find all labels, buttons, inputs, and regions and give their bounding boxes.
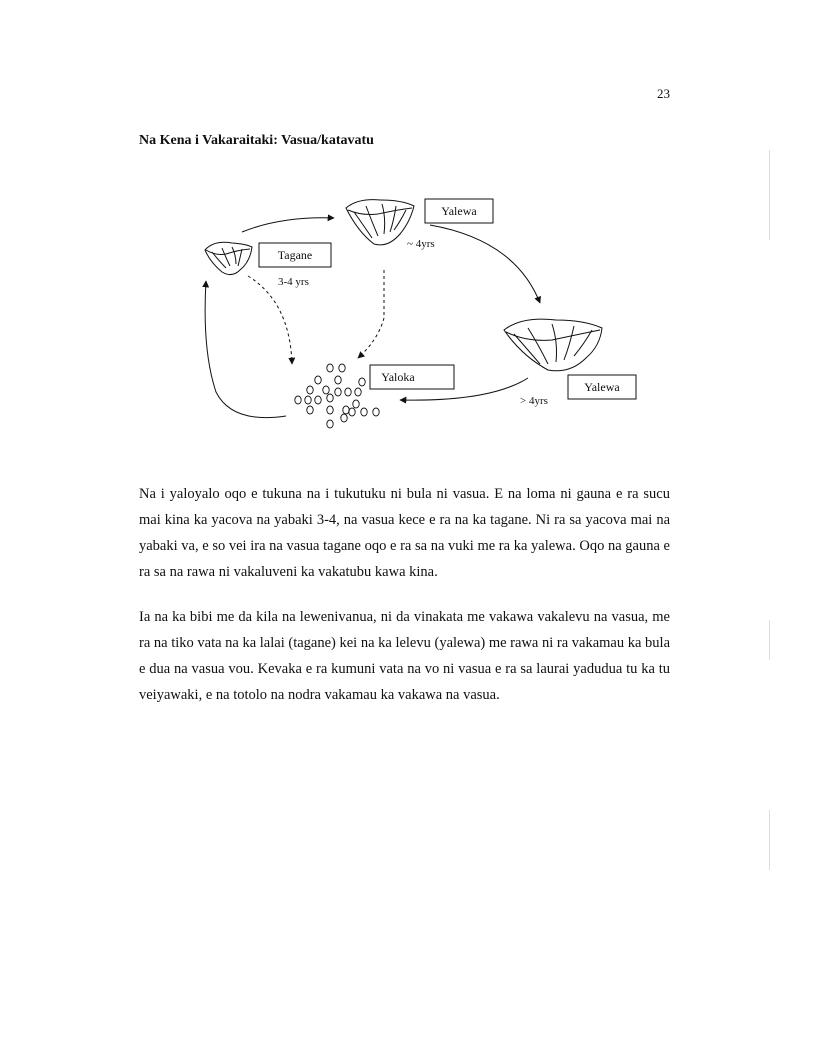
label-tagane: Tagane	[278, 248, 312, 262]
spawn-arrow-yalewa	[358, 270, 384, 358]
label-box-yalewa-top: Yalewa	[425, 199, 493, 223]
medium-clam-icon	[346, 200, 414, 245]
large-clam-icon	[504, 319, 602, 371]
label-yalewa-top: Yalewa	[441, 204, 477, 218]
label-yalewa-right: Yalewa	[584, 380, 620, 394]
age-tagane: 3-4 yrs	[278, 276, 309, 288]
paragraph-2: Ia na ka bibi me da kila na lewenivanua,…	[139, 604, 670, 708]
scan-edge-mark	[769, 150, 770, 240]
paragraph-1: Na i yaloyalo oqo e tukuna na i tukutuku…	[139, 481, 670, 585]
age-yalewa-right: > 4yrs	[520, 395, 548, 407]
arrow-eggs-to-tagane	[205, 281, 286, 418]
label-box-yalewa-right: Yalewa	[568, 375, 636, 399]
label-yaloka: Yaloka	[381, 370, 415, 384]
arrow-tagane-to-yalewa	[242, 218, 334, 232]
arrow-yalewa-to-large	[430, 225, 540, 303]
label-box-tagane: Tagane	[259, 243, 331, 267]
label-box-yaloka: Yaloka	[370, 365, 454, 389]
spawn-arrow-tagane	[248, 276, 292, 364]
scan-edge-mark	[769, 620, 770, 660]
age-yalewa-top: ~ 4yrs	[407, 238, 435, 250]
scan-edge-mark	[769, 810, 770, 870]
small-clam-icon	[205, 242, 252, 274]
eggs-cluster	[295, 364, 379, 428]
